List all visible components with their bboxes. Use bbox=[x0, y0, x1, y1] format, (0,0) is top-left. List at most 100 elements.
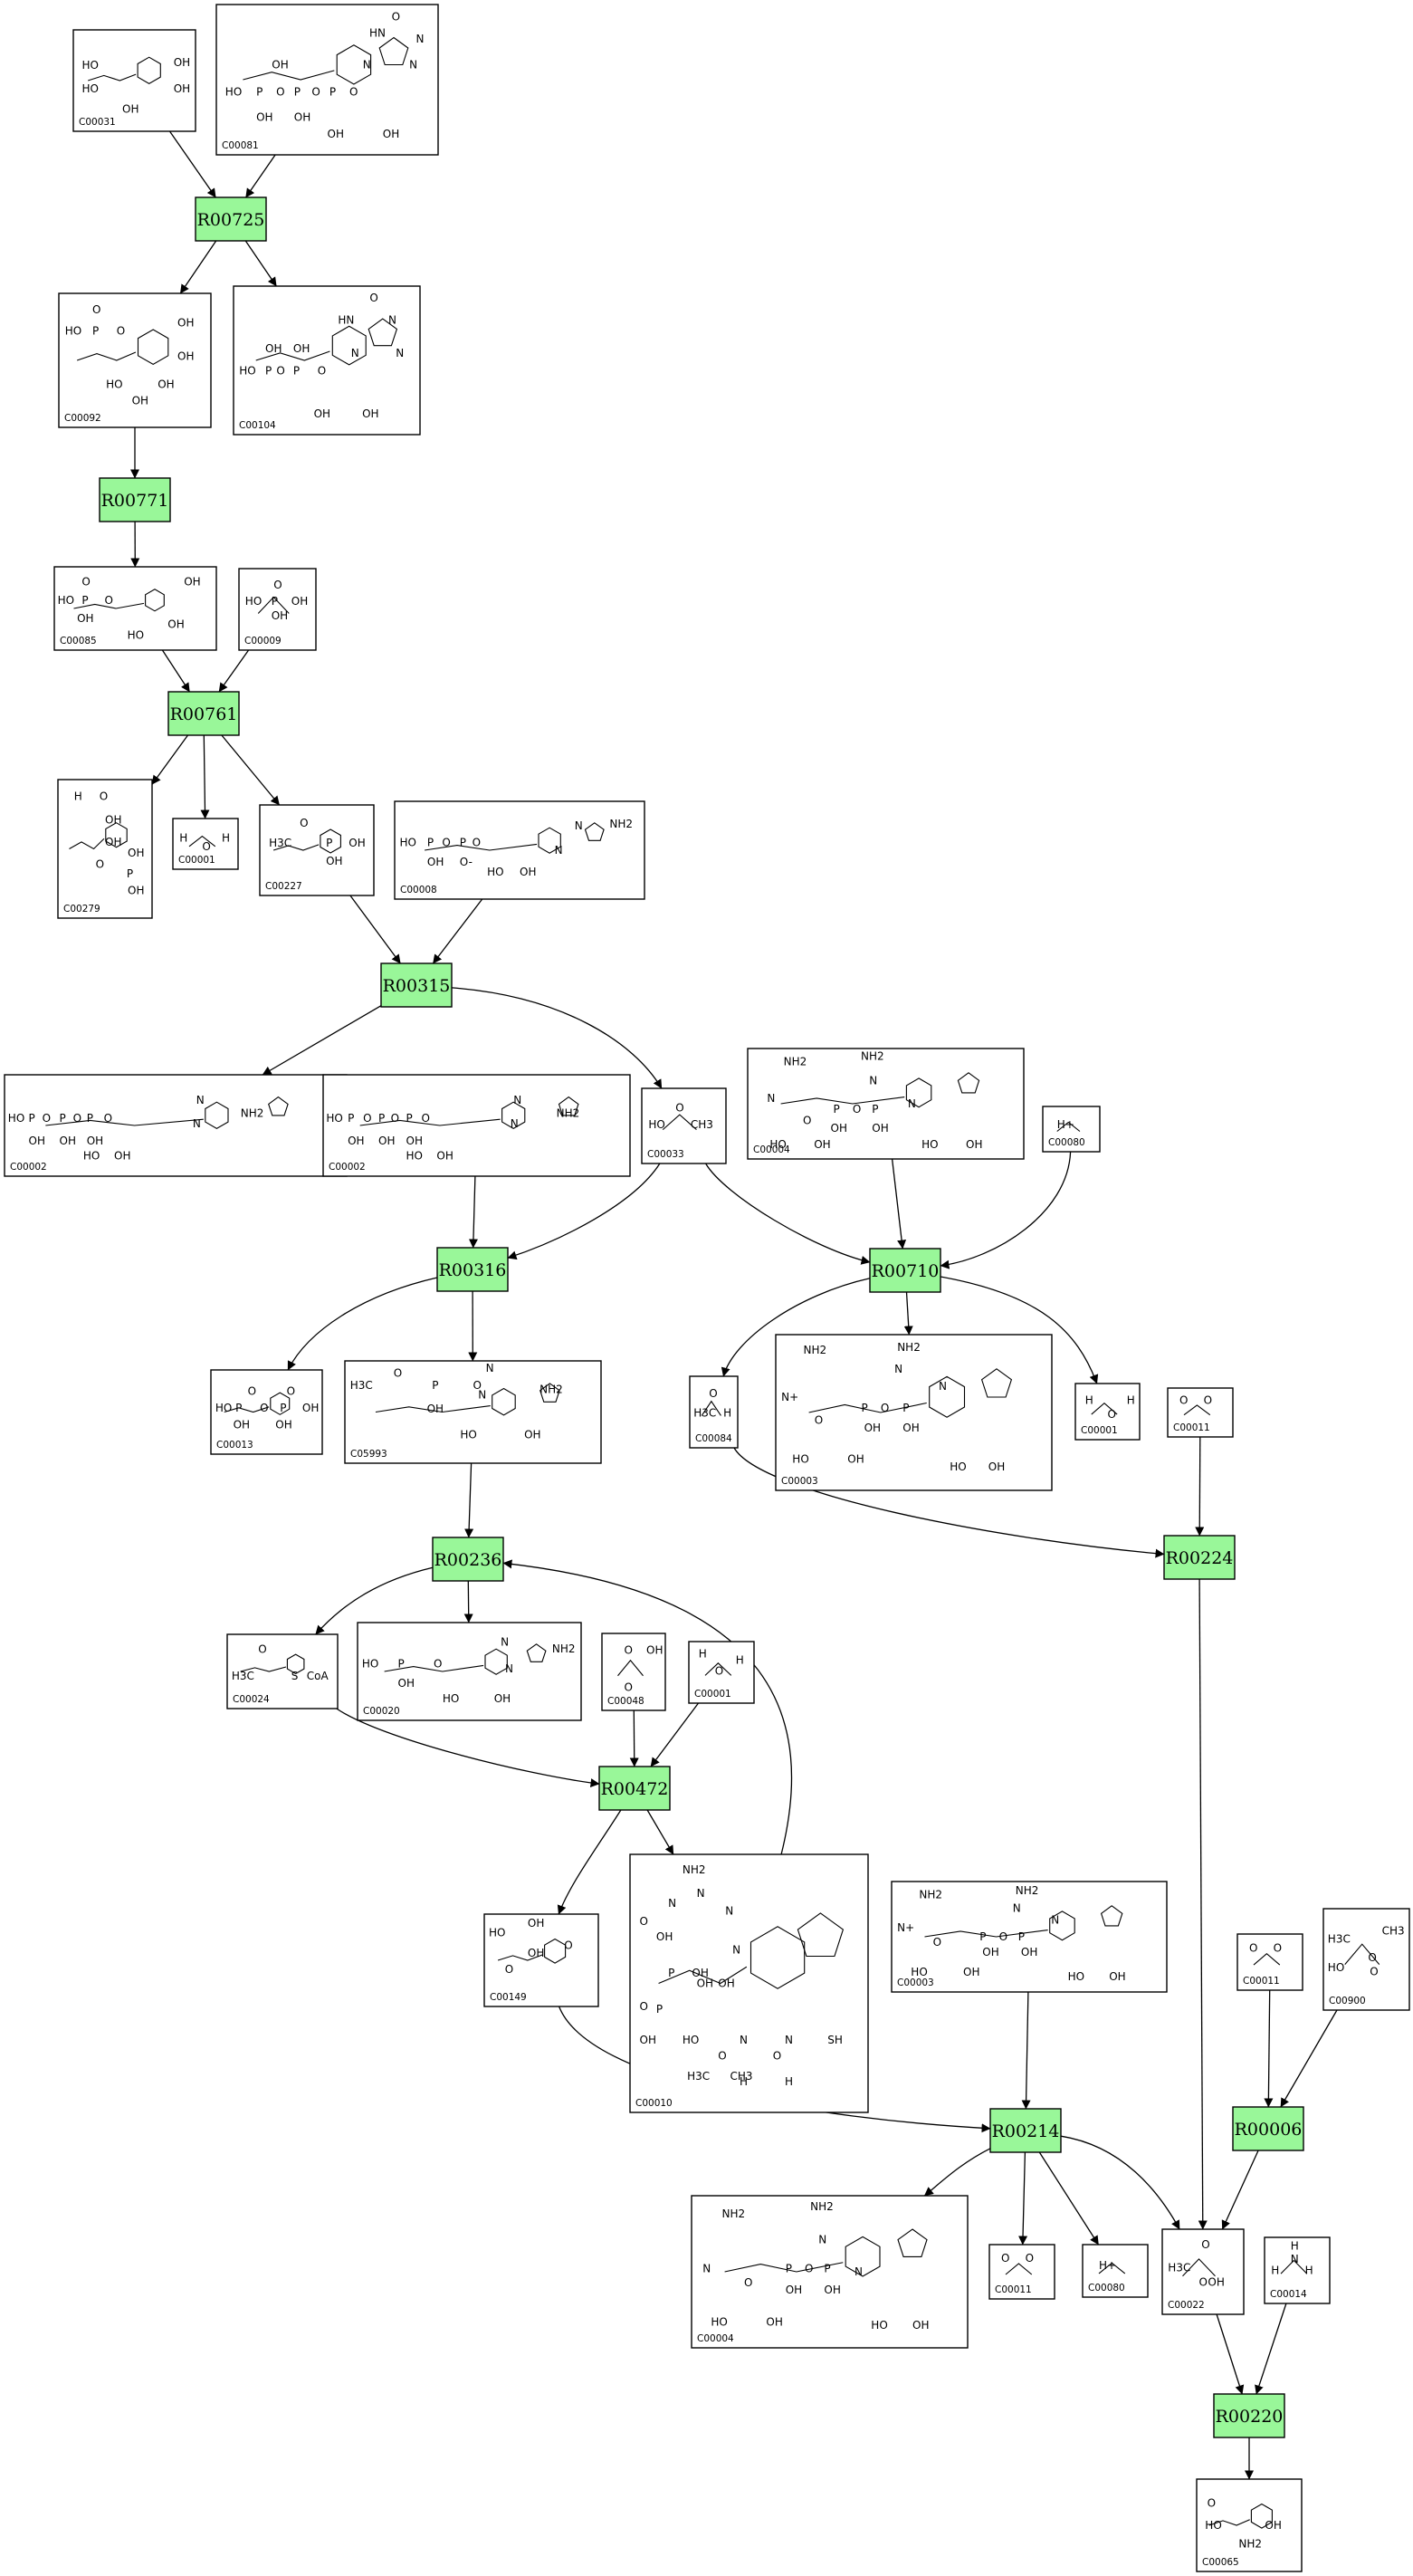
reaction-node-r00771[interactable]: R00771 bbox=[99, 477, 171, 522]
reaction-node-r00315[interactable]: R00315 bbox=[380, 962, 453, 1008]
atom-label: H bbox=[785, 2075, 793, 2088]
atom-label: P bbox=[81, 594, 88, 607]
atom-label: OH bbox=[265, 342, 282, 355]
atom-label: H bbox=[736, 1653, 744, 1666]
atom-label: OH bbox=[105, 836, 121, 848]
reaction-node-r00220[interactable]: R00220 bbox=[1213, 2393, 1285, 2438]
reaction-node-r00472[interactable]: R00472 bbox=[598, 1766, 671, 1811]
atom-label: OH bbox=[1208, 2275, 1224, 2288]
atom-label: O bbox=[625, 1681, 633, 1694]
compound-node-c00080[interactable]: H+C00080 bbox=[1082, 2244, 1149, 2298]
atom-label: O bbox=[369, 292, 377, 304]
reaction-node-r00710[interactable]: R00710 bbox=[869, 1248, 941, 1293]
atom-label: NH2 bbox=[897, 1341, 921, 1354]
atom-label: CH3 bbox=[691, 1118, 713, 1131]
compound-box bbox=[891, 1881, 1168, 1993]
atom-label: O bbox=[202, 840, 210, 853]
reaction-node-r00725[interactable]: R00725 bbox=[195, 196, 267, 242]
reaction-box bbox=[167, 691, 240, 736]
atom-label: P bbox=[902, 1402, 909, 1414]
atom-label: H+ bbox=[1099, 2259, 1116, 2272]
atom-label: N bbox=[555, 844, 563, 857]
compound-box bbox=[691, 2195, 969, 2349]
atom-label: O bbox=[81, 576, 90, 589]
atom-label: NH2 bbox=[804, 1344, 827, 1356]
atom-label: O bbox=[1201, 2238, 1209, 2251]
atom-label: HO bbox=[950, 1460, 966, 1473]
edge-c1-to-r1 bbox=[168, 130, 216, 198]
atom-label: OH bbox=[427, 856, 444, 868]
edge-r10-to-c31 bbox=[923, 2148, 991, 2197]
compound-node-c00080[interactable]: H+C00080 bbox=[1042, 1106, 1101, 1153]
atom-label: N bbox=[740, 2034, 748, 2046]
atom-label: HO bbox=[460, 1428, 476, 1441]
atom-label: OH bbox=[234, 1419, 250, 1432]
reaction-node-r00316[interactable]: R00316 bbox=[436, 1247, 509, 1292]
edge-c21-to-r8 bbox=[1195, 1436, 1205, 1537]
reaction-node-r00224[interactable]: R00224 bbox=[1163, 1535, 1236, 1580]
compound-box bbox=[357, 1622, 582, 1721]
atom-label: H3C bbox=[693, 1406, 716, 1419]
atom-label: OH bbox=[640, 2034, 656, 2046]
atom-label: H bbox=[1271, 2265, 1279, 2277]
atom-label: O bbox=[43, 1112, 51, 1125]
atom-label: P bbox=[668, 1967, 674, 1979]
compound-box bbox=[226, 1633, 339, 1709]
atom-label: N bbox=[486, 1362, 494, 1374]
reaction-id-label: R00006 bbox=[1235, 2120, 1303, 2140]
reaction-id-label: R00315 bbox=[383, 976, 451, 996]
atom-label: OH bbox=[128, 884, 144, 896]
compound-id-label: C00002 bbox=[329, 1162, 366, 1173]
atom-label: HO bbox=[82, 82, 99, 95]
reaction-node-r00214[interactable]: R00214 bbox=[989, 2108, 1062, 2153]
atom-label: HO bbox=[239, 365, 255, 378]
atom-label: N bbox=[575, 819, 583, 832]
edge-c13-to-r6 bbox=[705, 1163, 871, 1265]
atom-label: N+ bbox=[781, 1391, 798, 1403]
atom-label: HN bbox=[369, 27, 386, 40]
atom-label: OH bbox=[1265, 2519, 1281, 2532]
atom-label: OH bbox=[406, 1135, 423, 1147]
edge-c30-to-r11 bbox=[1280, 2009, 1338, 2108]
atom-label: CH3 bbox=[1382, 1925, 1405, 1938]
edge-r3-to-c7 bbox=[151, 734, 189, 785]
atom-label: SH bbox=[827, 2034, 843, 2046]
reaction-node-r00006[interactable]: R00006 bbox=[1232, 2106, 1304, 2151]
reaction-node-r00761[interactable]: R00761 bbox=[167, 691, 240, 736]
reaction-node-r00236[interactable]: R00236 bbox=[432, 1537, 504, 1582]
